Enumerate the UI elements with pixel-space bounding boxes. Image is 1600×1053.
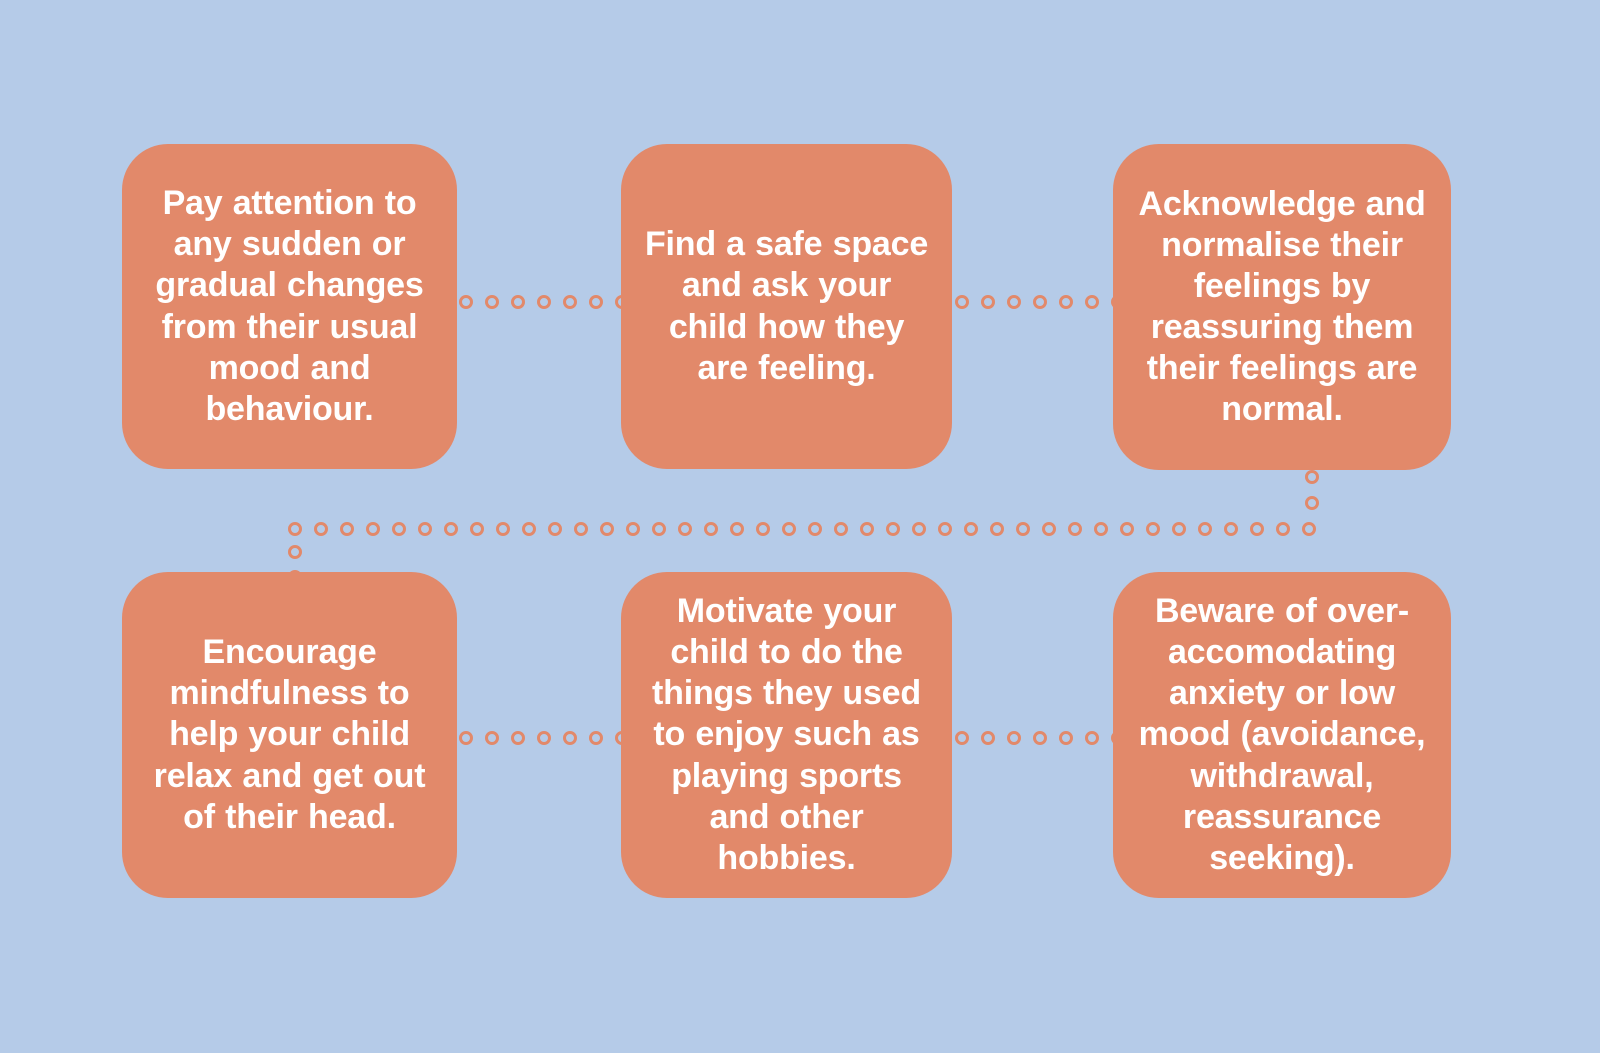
card-safe-space[interactable]: Find a safe space and ask your child how… — [621, 144, 952, 469]
card-beware-over-accommodating[interactable]: Beware of over-accomodating anxiety or l… — [1113, 572, 1451, 898]
card-encourage-mindfulness[interactable]: Encourage mindfulness to help your child… — [122, 572, 457, 898]
card-text: Beware of over-accomodating anxiety or l… — [1138, 592, 1426, 877]
card-motivate-hobbies[interactable]: Motivate your child to do the things the… — [621, 572, 952, 898]
card-text: Acknowledge and normalise their feelings… — [1138, 184, 1426, 429]
card-text: Motivate your child to do the things the… — [652, 592, 921, 877]
card-pay-attention[interactable]: Pay attention to any sudden or gradual c… — [122, 144, 457, 469]
card-text: Encourage mindfulness to help your child… — [153, 633, 426, 836]
card-acknowledge-normalise[interactable]: Acknowledge and normalise their feelings… — [1113, 144, 1451, 470]
card-text: Pay attention to any sudden or gradual c… — [155, 184, 424, 428]
card-text: Find a safe space and ask your child how… — [644, 225, 929, 387]
